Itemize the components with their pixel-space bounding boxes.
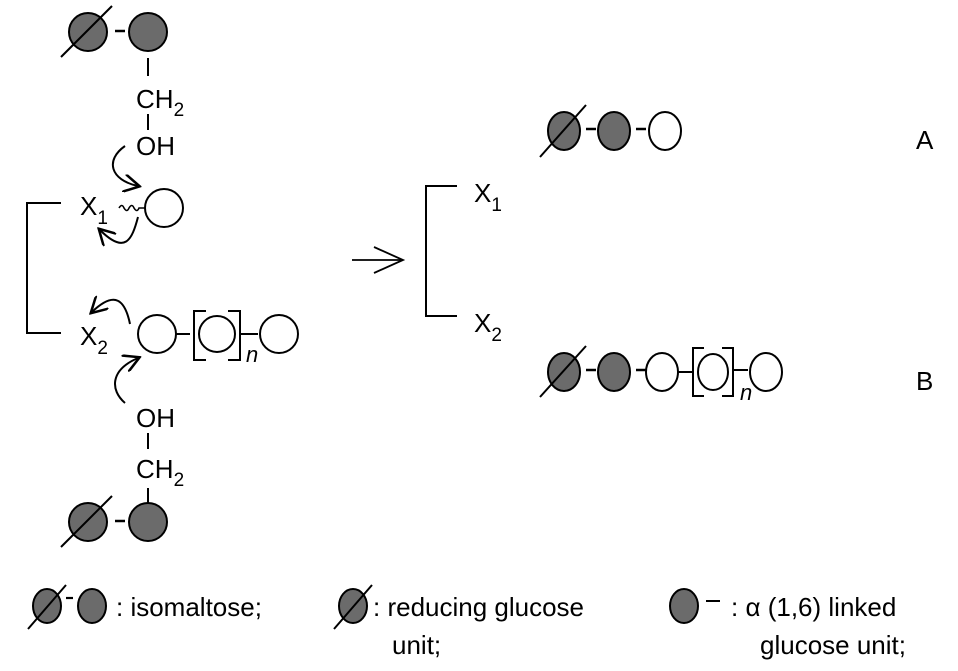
repeat-bracket-open	[193, 310, 206, 361]
enzyme-bracket-left	[26, 202, 61, 334]
leaving-arrow-x2	[92, 300, 131, 325]
isomaltose-symbol-linked	[77, 588, 107, 624]
reducing-slash	[27, 584, 67, 630]
reducing-slash	[539, 345, 587, 398]
reducing-slash	[60, 495, 113, 548]
product-a	[539, 104, 682, 158]
open-glucose-unit	[144, 188, 184, 228]
ch2-label: CH2	[136, 84, 184, 121]
open-glucose-unit	[749, 352, 783, 392]
open-glucose-unit	[137, 314, 177, 354]
bottom-isomaltose: OH CH2	[60, 403, 184, 548]
attack-arrow-top	[111, 145, 138, 186]
dextran-chain-left: n	[137, 310, 299, 367]
open-glucose-unit	[259, 314, 299, 354]
oh-label: OH	[136, 403, 175, 433]
repeat-bracket-open	[692, 347, 704, 397]
reducing-glucose-unit	[68, 502, 108, 542]
repeat-glucose-unit	[697, 353, 729, 391]
reaction-arrow	[352, 246, 406, 274]
product-b-label: B	[916, 366, 933, 396]
open-glucose-unit	[645, 352, 679, 392]
alpha-linked-glucose-unit	[597, 111, 631, 151]
legend-item-alpha-linked: : α (1,6) linked glucose unit;	[669, 588, 906, 660]
repeat-index: n	[740, 380, 752, 405]
oh-label: OH	[136, 131, 175, 161]
repeat-bracket-close	[722, 347, 734, 397]
alpha-linked-glucose-unit	[128, 502, 168, 542]
x1-label: X1	[80, 191, 108, 229]
ch2-label: CH2	[136, 454, 184, 491]
attack-arrow-bottom	[114, 358, 138, 404]
wavy-bond	[118, 204, 145, 212]
reducing-slash	[60, 5, 113, 58]
legend-text-alpha-line2: glucose unit;	[760, 630, 906, 660]
reducing-slash	[539, 104, 587, 158]
product-b: n	[539, 345, 783, 405]
enzyme-bracket-right	[425, 185, 457, 317]
x1-label-right: X1	[474, 178, 502, 216]
product-a-label: A	[916, 125, 934, 155]
legend-text-reducing-line1: : reducing glucose	[373, 592, 584, 622]
repeat-bracket-close	[228, 310, 241, 361]
legend: : isomaltose; : reducing glucose unit; :…	[27, 584, 906, 660]
x2-label-right: X2	[474, 308, 502, 346]
reducing-glucose-unit	[68, 12, 108, 52]
leaving-arrow-x1	[100, 216, 139, 243]
repeat-index: n	[246, 342, 258, 367]
legend-text-reducing-line2: unit;	[392, 630, 441, 660]
alpha-linked-glucose-symbol	[669, 588, 699, 624]
legend-item-isomaltose: : isomaltose;	[27, 584, 262, 630]
transferred-glucose-unit	[648, 111, 682, 151]
legend-text-alpha-line1: : α (1,6) linked	[731, 592, 896, 622]
alpha-linked-glucose-unit	[128, 12, 168, 52]
repeat-glucose-unit	[198, 315, 236, 353]
reducing-slash	[333, 584, 373, 630]
top-isomaltose: CH2 OH	[60, 5, 184, 161]
x2-label: X2	[80, 321, 108, 359]
alpha-linked-glucose-unit	[597, 352, 631, 392]
legend-text-isomaltose: : isomaltose;	[116, 592, 262, 622]
legend-item-reducing-glucose: : reducing glucose unit;	[333, 584, 584, 660]
